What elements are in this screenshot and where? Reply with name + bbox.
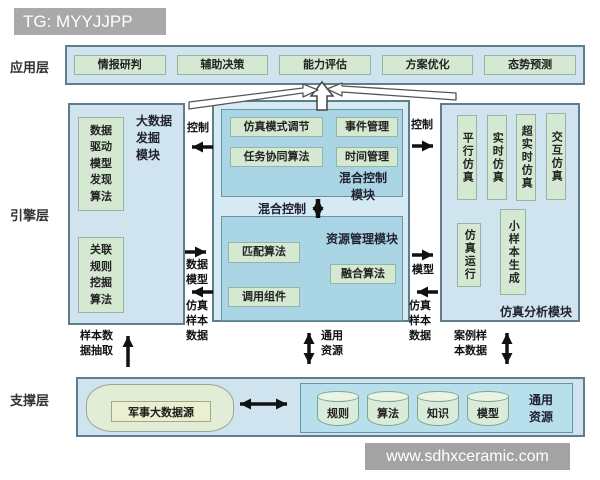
box-invoke-component: 调用组件 [228,287,300,307]
hybrid-control-module: 仿真模式调节 任务协同算法 事件管理 时间管理 混合控制 模块 [221,109,403,202]
flow-label-sim-sample-left: 仿真 样本 数据 [186,300,208,342]
box-super-realtime-sim: 超实时仿真 [516,114,536,201]
resource-module-title: 资源管理模块 [325,232,398,246]
layer-label-support: 支撑层 [10,393,50,408]
flow-label-sim-sample-right: 仿真 样本 数据 [409,300,431,342]
app-box-decision: 辅助决策 [176,55,269,75]
app-box-plan: 方案优化 [381,55,474,75]
layer-label-engine: 引擎层 [10,208,50,223]
support-resource-label: 通用 资源 [529,393,554,424]
flow-label-control-left: 控制 [187,122,209,134]
cylinder-algorithms-label: 算法 [377,408,399,420]
resource-management-module: 资源管理模块 匹配算法 融合算法 调用组件 [221,216,403,321]
box-matching-algorithm: 匹配算法 [228,242,300,263]
flow-label-data-model: 数据 模型 [186,259,208,286]
watermark-banner: www.sdhxceramic.com [365,443,570,470]
hybrid-control-link-label: 混合控制 [258,202,307,216]
app-box-capability: 能力评估 [279,55,371,75]
application-layer-panel: 情报研判 辅助决策 能力评估 方案优化 态势预测 [65,45,585,85]
cylinder-rules: 规则 [317,391,359,427]
box-interactive-sim: 交互仿真 [546,113,566,200]
box-small-sample-gen: 小样本生成 [500,209,526,295]
military-bigdata-barrel: 军事大数据源 [86,384,234,432]
flow-label-sample-extract: 样本数 据抽取 [80,330,113,357]
sim-module-title: 仿真分析模块 [500,305,573,319]
app-box-situation: 态势预测 [484,55,576,75]
flow-label-model: 模型 [412,264,434,276]
box-association-rule-mining: 关联 规则 挖掘 算法 [78,237,124,313]
layer-label-application: 应用层 [10,60,50,75]
box-sim-run: 仿真运行 [457,223,481,287]
support-layer-panel: 军事大数据源 规则 算法 知识 模型 通用 资源 [76,377,585,437]
bigdata-mining-panel: 大数据 发掘 模块 数据 驱动 模型 发现 算法 关联 规则 挖掘 算法 [68,103,185,325]
tag-banner: TG: MYYJJPP [14,8,166,35]
box-parallel-sim: 平行仿真 [457,115,477,200]
box-task-coordination: 任务协同算法 [230,147,323,167]
center-control-panel: 仿真模式调节 任务协同算法 事件管理 时间管理 混合控制 模块 混合控制 资源管… [212,100,410,322]
box-fusion-algorithm: 融合算法 [330,264,396,284]
box-realtime-sim: 实时仿真 [487,115,507,200]
box-event-management: 事件管理 [336,117,398,137]
cylinder-models-label: 模型 [477,408,499,420]
watermark-text: www.sdhxceramic.com [386,447,549,465]
bigdata-module-title: 大数据 发掘 模块 [136,114,173,162]
thin-arrow-right [326,82,457,101]
military-bigdata-source: 军事大数据源 [111,401,211,422]
hybrid-module-title: 混合控制 模块 [338,171,387,202]
app-box-intel: 情报研判 [74,55,166,75]
flow-label-control-right: 控制 [411,119,433,131]
box-model-discovery-algorithm: 数据 驱动 模型 发现 算法 [78,117,124,211]
cylinder-knowledge: 知识 [417,391,459,427]
general-resource-box: 规则 算法 知识 模型 通用 资源 [300,383,573,433]
simulation-analysis-panel: 平行仿真 实时仿真 超实时仿真 交互仿真 仿真运行 小样本生成 仿真分析模块 [440,103,580,322]
flow-label-general-resource: 通用 资源 [321,330,343,357]
cylinder-rules-label: 规则 [327,408,349,420]
cylinder-models: 模型 [467,391,509,427]
tag-text: TG: MYYJJPP [23,11,133,31]
flow-label-case-sample: 案例样 本数据 [454,330,487,357]
cylinder-algorithms: 算法 [367,391,409,427]
cylinder-knowledge-label: 知识 [427,408,449,420]
box-sim-mode-adjust: 仿真模式调节 [230,117,323,137]
box-time-management: 时间管理 [336,147,398,167]
